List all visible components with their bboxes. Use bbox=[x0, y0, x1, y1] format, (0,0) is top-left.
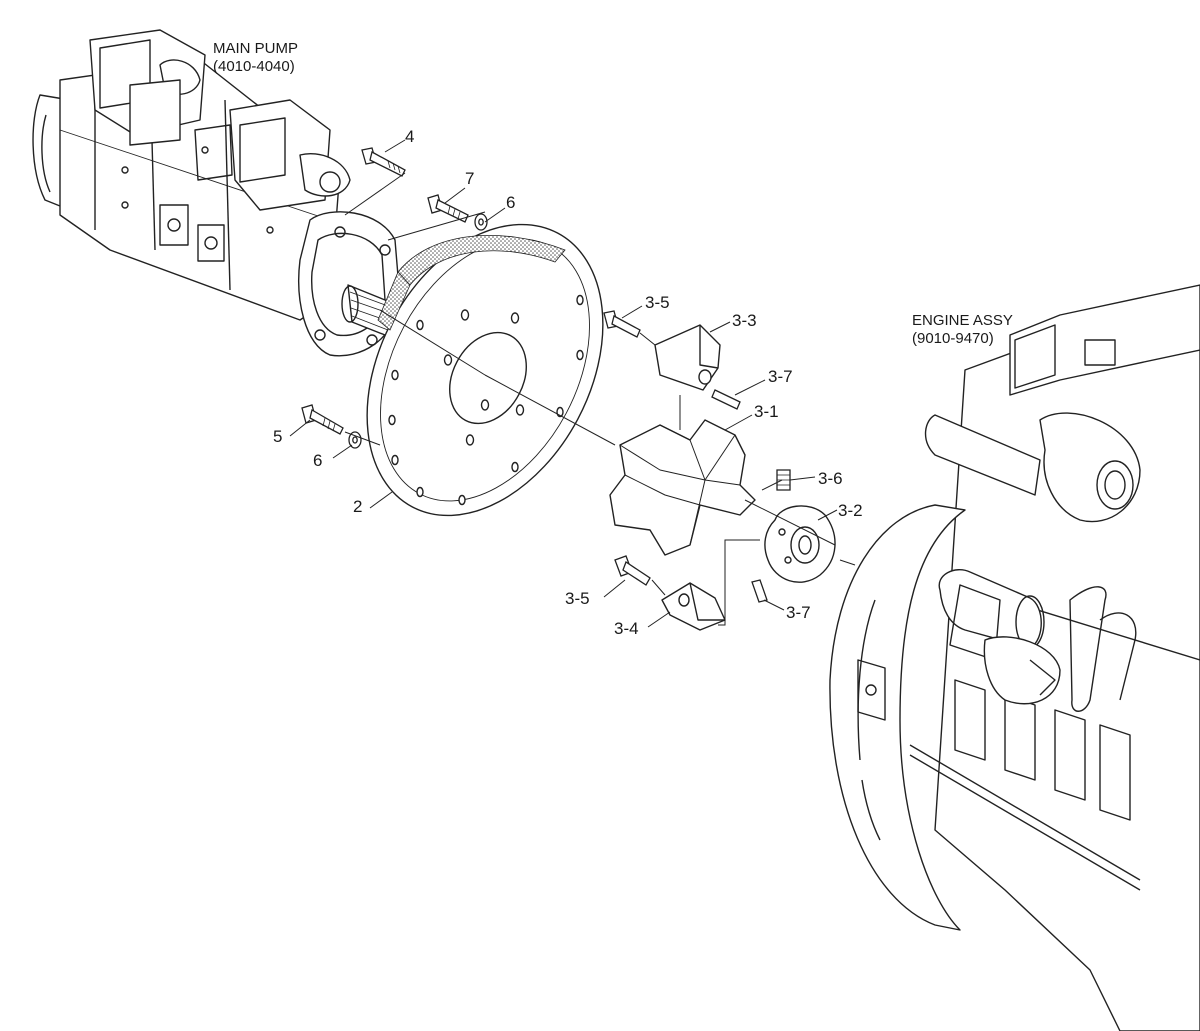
main-pump-ref: (4010-4040) bbox=[213, 57, 295, 75]
callout-part-3-7-lower: 3-7 bbox=[786, 603, 811, 622]
main-pump-drawing bbox=[32, 29, 401, 357]
callout-part-3-1: 3-1 bbox=[754, 402, 779, 421]
callout-part-6-lower: 6 bbox=[313, 451, 323, 470]
callout-part-6-upper: 6 bbox=[506, 193, 516, 212]
flange-drawing bbox=[366, 223, 604, 517]
main-pump-name: MAIN PUMP bbox=[213, 40, 299, 57]
callout-part-7: 7 bbox=[465, 169, 475, 188]
engine-assy-label: ENGINE ASSY (9010-9470) bbox=[912, 312, 1013, 347]
callout-part-2: 2 bbox=[353, 497, 363, 516]
leader-lines bbox=[289, 139, 838, 628]
callout-part-4: 4 bbox=[405, 127, 415, 146]
coupling-drawing bbox=[609, 324, 836, 631]
callout-part-3-7-upper: 3-7 bbox=[768, 367, 793, 386]
callout-part-3-4: 3-4 bbox=[614, 619, 639, 638]
callout-part-3-6: 3-6 bbox=[818, 469, 843, 488]
engine-assy-ref: (9010-9470) bbox=[912, 329, 994, 347]
callout-part-3-3: 3-3 bbox=[732, 311, 757, 330]
callout-part-3-5-upper: 3-5 bbox=[645, 293, 670, 312]
engine-assy-drawing bbox=[829, 284, 1200, 1031]
assembly-lines bbox=[344, 172, 856, 626]
fasteners-drawing bbox=[301, 147, 791, 603]
engine-assy-name: ENGINE ASSY bbox=[912, 312, 1013, 329]
callout-part-5: 5 bbox=[273, 427, 283, 446]
main-pump-label: MAIN PUMP (4010-4040) bbox=[213, 40, 298, 75]
callout-part-3-2: 3-2 bbox=[838, 501, 863, 520]
callout-part-3-5-lower: 3-5 bbox=[565, 589, 590, 608]
